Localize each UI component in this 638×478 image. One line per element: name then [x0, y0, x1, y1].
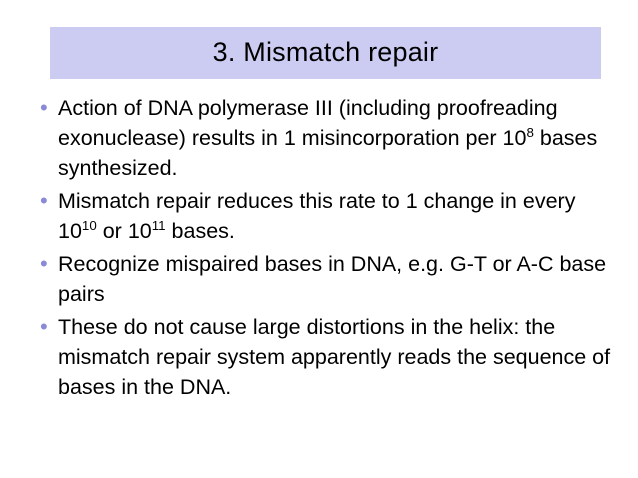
text-run: Recognize mispaired bases in DNA, e.g. G… [58, 252, 607, 306]
bullet-marker-icon: • [40, 95, 48, 120]
text-run: These do not cause large distortions in … [58, 315, 611, 399]
text-run: Mismatch repair reduces this rate to 1 c… [58, 189, 576, 243]
text-run: bases synthesized. [58, 126, 598, 180]
bullet-text: These do not cause large distortions in … [58, 312, 611, 402]
bullet-marker-icon: • [40, 188, 48, 213]
text-run: bases. [165, 219, 235, 243]
bullet-1: • Action of DNA polymerase III (including… [36, 93, 611, 183]
page-title: 3. Mismatch repair [212, 37, 439, 68]
bullet-marker-icon: • [40, 251, 48, 276]
bullet-text: Recognize mispaired bases in DNA, e.g. G… [58, 249, 611, 309]
bullet-4: • These do not cause large distortions in… [36, 312, 611, 402]
bullet-text: Mismatch repair reduces this rate to 1 c… [58, 186, 611, 246]
text-run: or 10 [96, 219, 152, 243]
bullet-text: Action of DNA polymerase III (including … [58, 93, 611, 183]
superscript-exponent: 10 [81, 217, 97, 233]
bullet-2: • Mismatch repair reduces this rate to 1 … [36, 186, 611, 246]
text-run: Action of DNA polymerase III (including … [58, 96, 558, 150]
bullet-marker-icon: • [40, 314, 48, 339]
slide-title-band: 3. Mismatch repair [50, 27, 601, 79]
superscript-exponent: 11 [151, 217, 166, 233]
bullet-3: • Recognize mispaired bases in DNA, e.g. … [36, 249, 611, 309]
superscript-exponent: 8 [526, 124, 534, 140]
slide-body: • Action of DNA polymerase III (including… [36, 93, 611, 405]
